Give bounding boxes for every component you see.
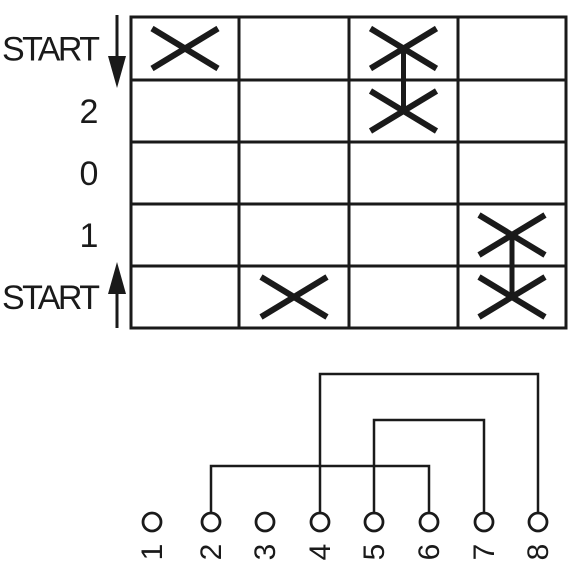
terminal-number: 1 (136, 544, 169, 561)
contact-closed-mark (477, 274, 547, 320)
position-label: 1 (80, 217, 99, 255)
terminal-bridge-wire (318, 372, 540, 513)
contact-closed-mark (259, 274, 329, 320)
terminal-number: 4 (304, 544, 337, 561)
terminal-circle (473, 511, 495, 533)
terminal-wiring (209, 372, 540, 513)
contact-closed-mark (150, 25, 220, 72)
terminal-bridge-wire (372, 418, 486, 513)
terminal-circle (200, 511, 222, 533)
terminal-number: 3 (249, 544, 282, 561)
terminal-number: 5 (358, 544, 391, 561)
contact-marks (150, 25, 547, 320)
contact-grid (129, 15, 568, 330)
terminal-row: 1 2 3 4 5 6 7 8 (136, 511, 555, 561)
terminal-number: 2 (195, 544, 228, 561)
terminal-circle (527, 511, 549, 533)
position-label: 2 (80, 93, 99, 131)
terminal-circle (254, 511, 276, 533)
terminal-number: 6 (413, 544, 446, 561)
position-label: 0 (80, 155, 99, 193)
terminal-number: 8 (522, 544, 555, 561)
terminal-circle (418, 511, 440, 533)
terminal-number: 7 (468, 544, 501, 561)
terminal-circle (363, 511, 385, 533)
down-arrow-icon (108, 56, 126, 88)
contact-closed-mark (368, 88, 439, 134)
up-arrow-icon (108, 262, 126, 294)
terminal-circle (309, 511, 331, 533)
terminal-circle (141, 511, 163, 533)
position-label: START (2, 279, 100, 317)
position-label: START (2, 31, 100, 69)
